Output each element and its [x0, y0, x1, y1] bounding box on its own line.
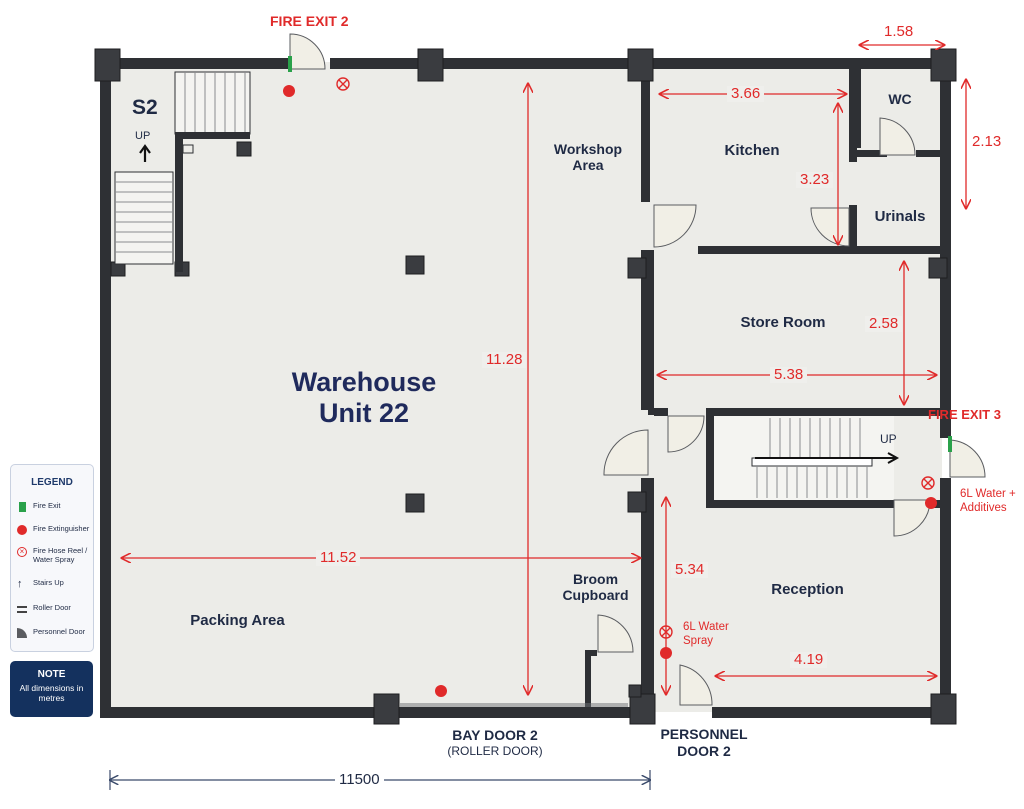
room-packing: Packing Area	[190, 612, 285, 629]
warehouse-title: Warehouse Unit 22	[291, 367, 437, 429]
stair-s2-label: S2	[132, 96, 158, 119]
dim-warehouse-height: 11.28	[482, 352, 527, 368]
wc-door	[879, 117, 916, 156]
extinguisher-note-spray: 6L Water Spray	[683, 621, 729, 647]
stairs-up-arrow-icon	[139, 144, 151, 162]
bay-door-label: BAY DOOR 2 (ROLLER DOOR)	[447, 727, 543, 758]
room-reception: Reception	[771, 581, 844, 598]
dim-wc-height: 2.13	[968, 134, 1006, 150]
fire-exit-2-label: FIRE EXIT 2	[270, 13, 349, 29]
room-workshop: Workshop Area	[553, 141, 623, 174]
stair-up-label-reception: UP	[880, 432, 897, 446]
dim-reception-height: 5.34	[671, 562, 709, 578]
fire-extinguisher-icon	[17, 525, 27, 535]
room-broom-cupboard: Broom Cupboard	[562, 571, 629, 604]
room-store: Store Room	[740, 314, 826, 331]
dim-store-width: 5.38	[770, 367, 808, 383]
reception-door	[603, 429, 649, 476]
personnel-door-2	[679, 664, 713, 706]
dim-store-height: 2.58	[865, 316, 903, 332]
stair-s2	[114, 71, 251, 272]
legend-title: LEGEND	[31, 477, 73, 488]
personnel-door-label: PERSONNEL DOOR 2	[660, 726, 748, 759]
fire-exit-3-door	[949, 439, 986, 478]
roller-door-icon	[17, 606, 27, 613]
fire-exit-icon	[19, 502, 26, 512]
stairs-up-arrow-icon	[755, 452, 900, 464]
dimensions-note: NOTE All dimensions in metres	[10, 661, 93, 717]
door-icon	[17, 628, 27, 638]
broom-door	[597, 614, 634, 653]
dim-warehouse-width: 11.52	[316, 550, 361, 566]
roller-door	[400, 703, 628, 707]
note-title: NOTE	[37, 669, 66, 680]
dim-wc-width: 1.58	[880, 24, 918, 40]
hose-reel-icon: ×	[17, 547, 27, 557]
kitchen-door	[653, 204, 697, 248]
stair-reception	[714, 416, 900, 500]
stair-up-label: UP	[135, 130, 151, 142]
fire-exit-3-label: FIRE EXIT 3	[928, 407, 1001, 422]
interior-walls	[585, 62, 944, 710]
dim-overall-width: 11500	[335, 771, 384, 788]
room-wc: WC	[888, 91, 912, 107]
fire-exit-2-door	[289, 33, 326, 70]
dim-kitchen-width: 3.66	[727, 86, 765, 102]
room-kitchen: Kitchen	[724, 142, 780, 159]
note-text: All dimensions in metres	[19, 683, 84, 704]
store-door	[667, 415, 705, 453]
legend: LEGEND Fire Exit Fire Extinguisher × Fir…	[10, 464, 94, 652]
arrow-up-icon: ↑	[17, 578, 23, 590]
dim-kitchen-height: 3.23	[796, 172, 834, 188]
room-urinals: Urinals	[874, 208, 926, 225]
extinguisher-note-additives: 6L Water + Additives	[960, 488, 1016, 514]
dim-reception-width: 4.19	[790, 652, 828, 668]
